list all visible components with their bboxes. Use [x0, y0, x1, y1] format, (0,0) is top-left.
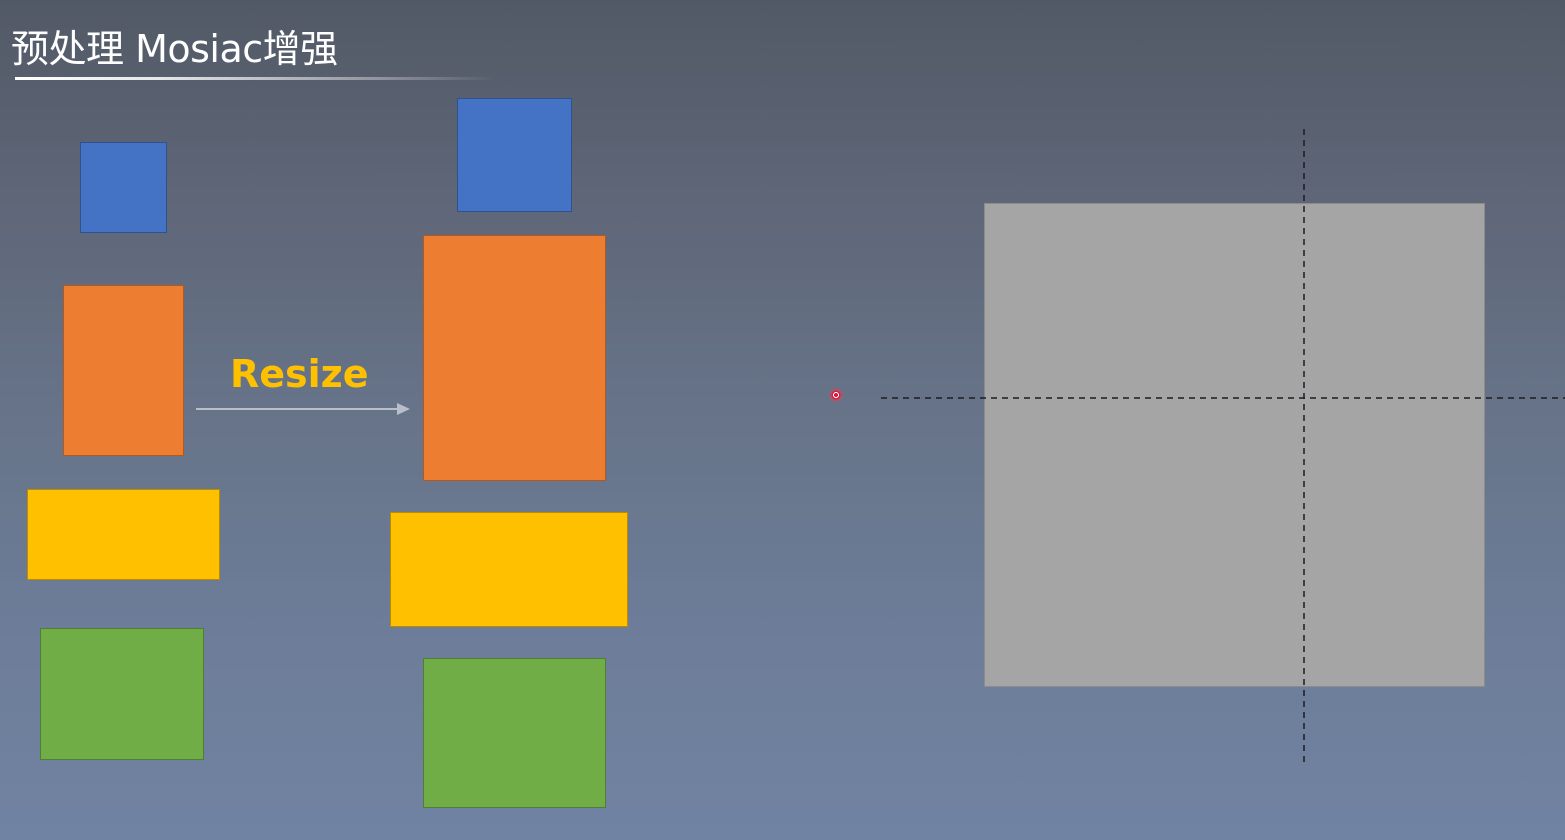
resize-arrow-icon [196, 403, 410, 415]
original-image-green [40, 628, 204, 760]
laser-pointer-icon [829, 388, 843, 402]
resized-image-orange [423, 235, 606, 481]
resized-image-green [423, 658, 606, 808]
resized-image-blue [457, 98, 572, 212]
mosaic-canvas [984, 203, 1485, 687]
original-image-yellow [27, 489, 220, 580]
resized-image-yellow [390, 512, 628, 627]
original-image-blue [80, 142, 167, 233]
resize-label: Resize [230, 352, 369, 396]
title-underline [15, 77, 495, 80]
slide-title: 预处理 Mosiac增强 [11, 27, 338, 71]
original-image-orange [63, 285, 184, 456]
